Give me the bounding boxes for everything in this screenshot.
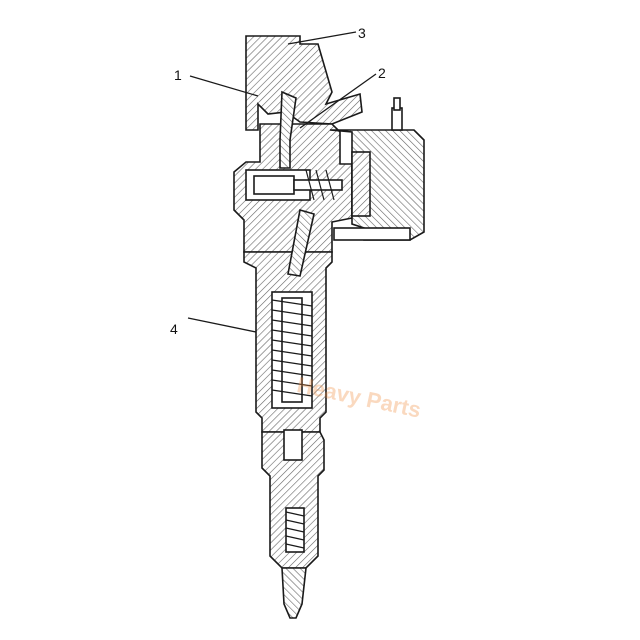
main-spring	[271, 299, 313, 397]
connector-tab	[333, 227, 411, 241]
leader-line-1	[189, 75, 259, 97]
connector-pin	[391, 107, 403, 131]
fuel-passage-lower	[287, 208, 315, 277]
valve-spring	[305, 169, 335, 201]
leader-line-4	[187, 317, 257, 333]
fuel-passage-upper	[279, 90, 297, 169]
callout-label-2: 2	[378, 65, 386, 81]
leader-line-3	[287, 31, 357, 45]
nozzle-tip	[281, 567, 307, 619]
nozzle-nut	[261, 431, 325, 569]
needle-guide	[283, 429, 303, 461]
solenoid-core	[351, 151, 371, 217]
valve-stem	[293, 179, 343, 191]
leader-line-2	[299, 73, 377, 129]
valve-armature	[253, 175, 295, 195]
nozzle-spring	[285, 511, 305, 549]
callout-label-3: 3	[358, 25, 366, 41]
callout-label-1: 1	[174, 67, 182, 83]
callout-label-4: 4	[170, 321, 178, 337]
connector-pin-tip	[393, 97, 401, 111]
fuel-inlet-block	[245, 35, 363, 131]
